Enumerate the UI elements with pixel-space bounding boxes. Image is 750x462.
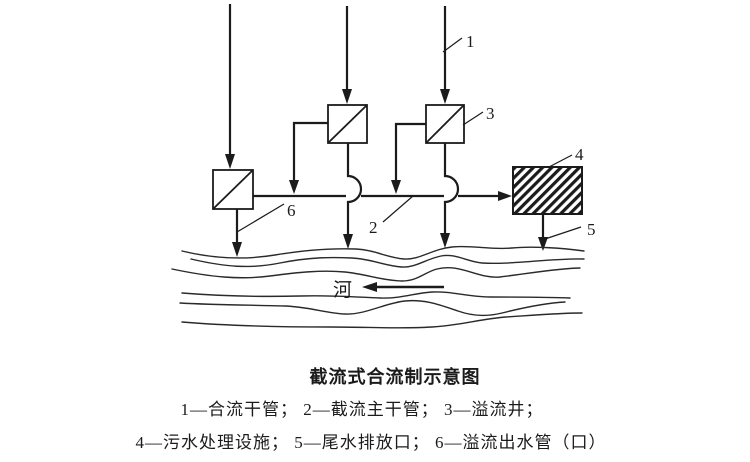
leader-3 [462,111,484,126]
branch-middle-well [292,121,328,181]
callout-3: 3 [486,104,495,123]
river-line [181,245,585,260]
callout-numbers: 1 2 3 4 5 6 [287,32,596,239]
legend-line-2: 4—污水处理设施； 5—尾水排放口； 6—溢流出水管（口） [135,433,607,452]
outfall-middle-with-hop [346,143,363,235]
overflow-well-left-diagonal [212,169,254,210]
arrowhead-icon [342,89,352,104]
arrowhead-icon [232,242,242,257]
leader-1 [442,37,463,53]
well-outfall-pipes [235,143,545,243]
outfall-arrowheads [232,233,548,257]
arrowhead-icon [538,237,548,251]
overflow-wells [212,104,465,210]
branch-arrowheads [289,180,401,194]
arrowhead-icon [440,89,450,104]
figure-title: 截流式合流制示意图 [309,367,481,387]
river-flow-arrowhead-icon [362,282,377,292]
branch-right-well [394,122,426,181]
callout-6: 6 [287,201,296,220]
overflow-well-right-diagonal [425,104,465,144]
treatment-facility-box [512,166,583,215]
leader-5 [544,226,582,240]
leader-2 [382,195,414,223]
arrowhead-icon [343,234,353,249]
arrowhead-icon [289,180,299,194]
outfall-right-with-hop [443,143,460,234]
arrowhead-icon [440,233,450,248]
inflow-arrowheads [225,89,450,169]
river-line [190,254,585,268]
arrowhead-icon [225,154,235,169]
main-pipe-arrowhead-icon [498,191,512,201]
overflow-well-middle-diagonal [327,104,368,144]
callout-5: 5 [587,220,596,239]
callout-1: 1 [466,32,475,51]
legend-line-1: 1—合流干管； 2—截流主干管； 3—溢流井； [180,400,544,419]
river-line [171,267,581,282]
inflow-sewer-lines [228,4,447,155]
callout-leaders [236,37,582,240]
arrowhead-icon [391,180,401,194]
river-line [179,299,566,317]
river-line [181,291,571,299]
leader-6 [236,203,285,233]
river-label: 河 [333,279,352,301]
leader-4 [548,154,573,168]
well-branch-pipes [292,121,426,181]
callout-2: 2 [369,218,378,237]
river-line [181,312,583,329]
callout-4: 4 [575,145,584,164]
river-waves [171,245,585,329]
